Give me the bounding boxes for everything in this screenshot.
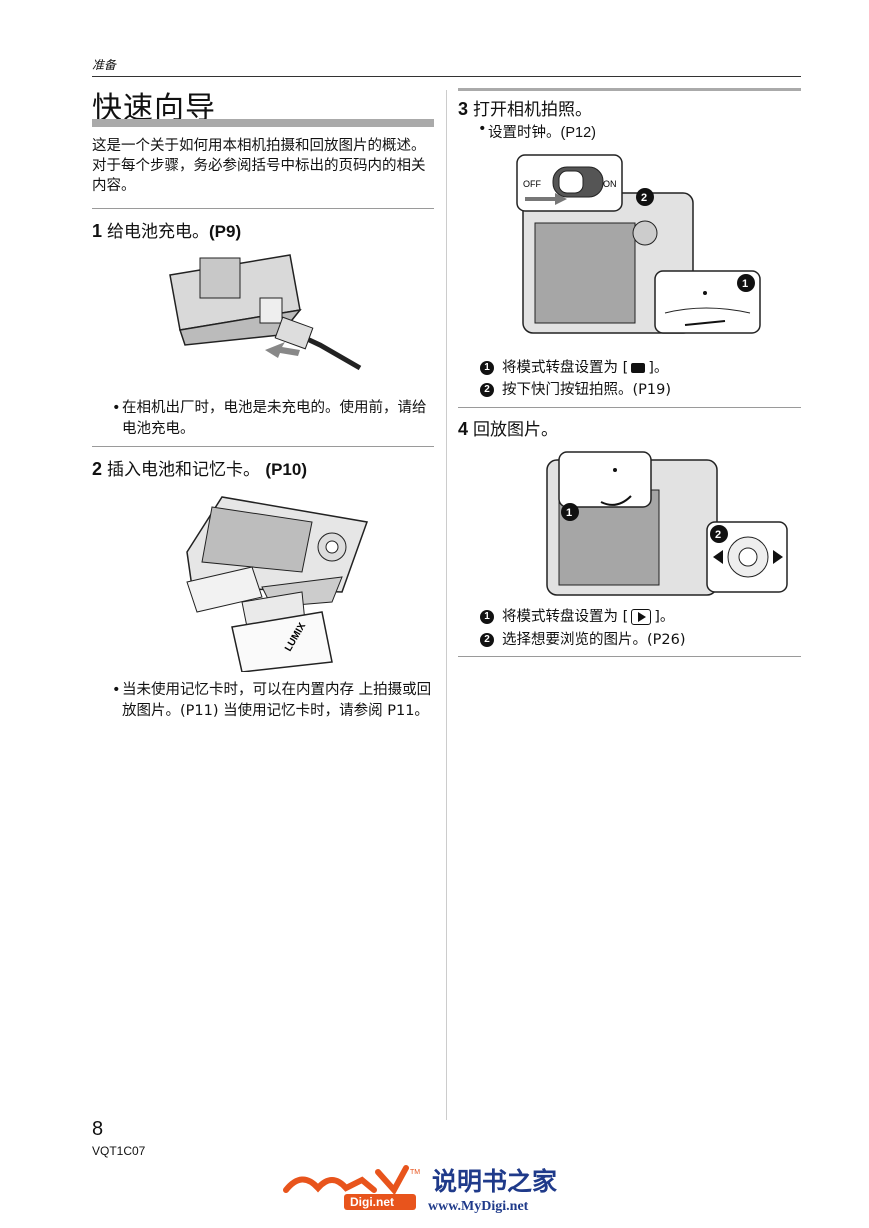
caption-text: ]。 [648,360,669,376]
step-text: 打开相机拍照。 [473,100,593,120]
marker-2-icon: 2 [480,383,494,397]
watermark-site-cn: 说明书之家 [432,1167,557,1196]
marker-2: 2 [715,529,721,541]
step-text: 回放图片。 [473,420,559,440]
bullet-text: 设置时钟。(P12) [488,125,596,141]
watermark-logo: TM Digi.net 说明书之家 www.MyDigi.net [283,1165,557,1214]
step-2-bullet: •当未使用记忆卡时，可以在内置内存 上拍摄或回放图片。(P11) 当使用记忆卡时… [112,680,432,722]
intro-text: 这是一个关于如何用本相机拍摄和回放图片的概述。对于每个步骤，务必参阅括号中标出的… [92,138,426,194]
marker-2: 2 [641,192,647,204]
caption-text: ]。 [654,609,675,625]
switch-off-label: OFF [523,179,541,189]
step-text: 插入电池和记忆卡。 [107,460,261,480]
page-ref: (P9) [209,222,242,241]
divider [458,407,801,408]
camera-power-illustration: OFF ON 2 1 [516,154,761,334]
model-code: VQT1C07 [92,1144,146,1158]
bullet-text: 当未使用记忆卡时，可以在内置内存 上拍摄或回放图片。(P11) 当使用记忆卡时，… [122,682,432,719]
header-rule [92,76,801,77]
bullet-dot: • [112,400,121,416]
caption-text: 按下快门按钮拍照。(P19) [502,382,672,398]
marker-1: 1 [566,507,572,519]
title-underline [92,119,434,127]
bullet-dot: • [478,121,487,137]
column-top-rule [458,88,801,91]
column-divider [446,90,447,1120]
page-number: 8 [92,1118,104,1140]
step-number: 2 [92,459,103,479]
step-3-bullet: •设置时钟。(P12) [478,121,596,142]
bullet-dot: • [112,682,121,698]
step-3-caption-2: 2 按下快门按钮拍照。(P19) [480,380,671,400]
section-label: 准备 [92,58,117,72]
marker-1-icon: 1 [480,361,494,375]
step-number: 3 [458,99,469,119]
divider [92,446,434,447]
caption-text: 选择想要浏览的图片。(P26) [502,632,686,648]
watermark-badge: Digi.net [350,1195,394,1209]
marker-1: 1 [742,278,748,290]
step-1-bullet: •在相机出厂时，电池是未充电的。使用前，请给电池充电。 [112,398,432,440]
caption-text: 将模式转盘设置为 [ [502,360,629,376]
marker-2-icon: 2 [480,633,494,647]
step-text: 给电池充电。 [107,222,210,242]
camera-icon [631,363,646,373]
step-3-caption-1: 1 将模式转盘设置为 [ ]。 [480,358,668,378]
charger-illustration [169,254,362,371]
switch-on-label: ON [603,179,617,189]
divider [458,656,801,657]
play-icon [631,609,652,625]
caption-text: 将模式转盘设置为 [ [502,609,629,625]
camera-playback-illustration: 1 2 [546,451,788,596]
battery-card-illustration: LUMIX [186,496,369,672]
trademark: TM [410,1169,420,1176]
watermark-url: www.MyDigi.net [428,1199,529,1214]
divider [92,208,434,209]
marker-1-icon: 1 [480,610,494,624]
step-number: 1 [92,221,103,241]
step-4-caption-1: 1 将模式转盘设置为 [ ]。 [480,607,674,627]
page-ref: (P10) [265,460,307,479]
bullet-text: 在相机出厂时，电池是未充电的。使用前，请给电池充电。 [122,400,427,437]
step-number: 4 [458,419,469,439]
step-4-caption-2: 2 选择想要浏览的图片。(P26) [480,630,686,650]
